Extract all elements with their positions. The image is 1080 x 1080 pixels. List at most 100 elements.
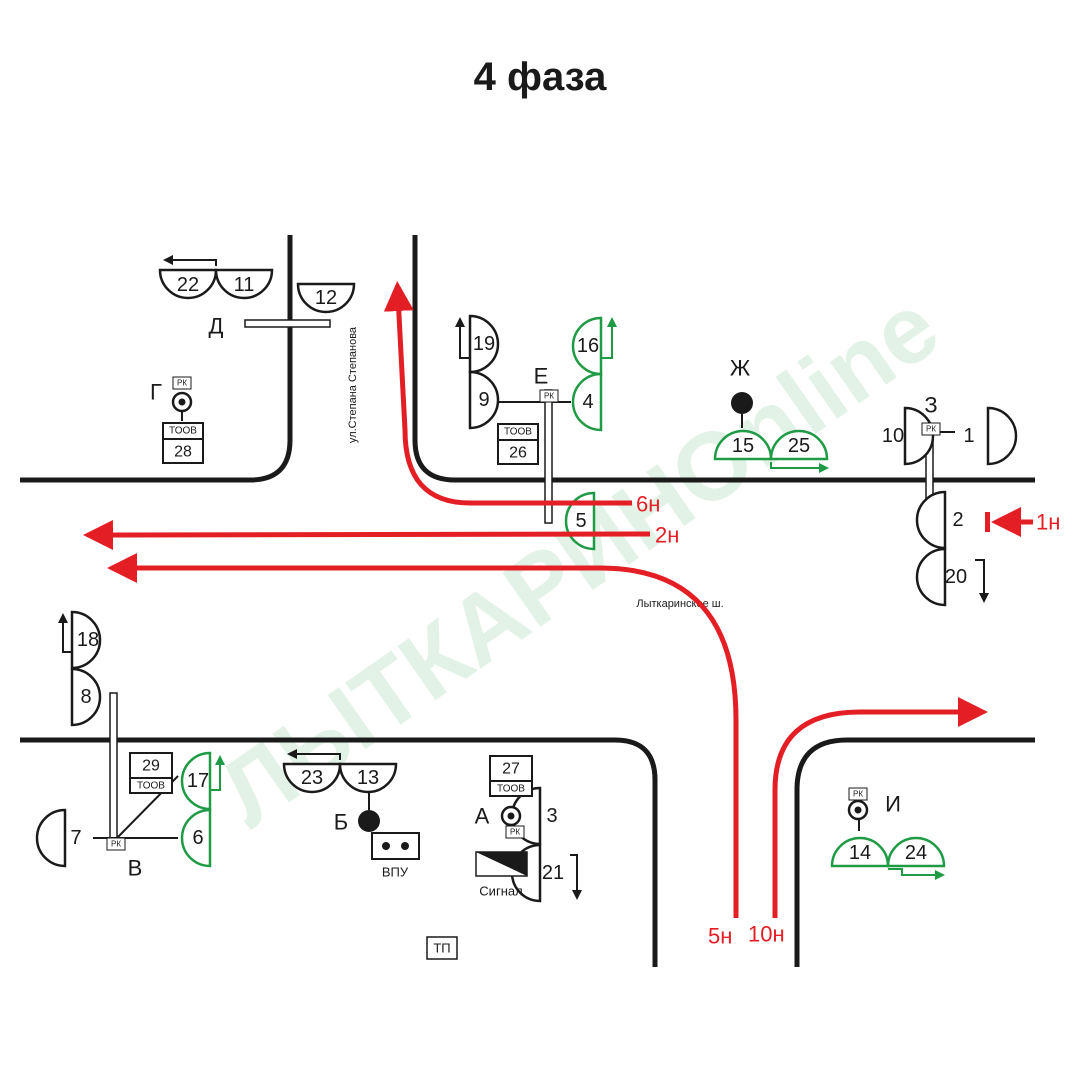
post-letter-e: Е (534, 364, 549, 389)
signal-head-2 (915, 490, 947, 550)
arrow-icon-23 (287, 749, 341, 760)
signal-head-22 (158, 268, 218, 300)
rk-labels: РК РК РК РК РК РК (106, 376, 941, 851)
arrow-icon-16 (601, 317, 617, 359)
flow-label-10n: 10н (748, 922, 785, 947)
head-arrows (58, 255, 989, 900)
rk-label-i: РК (853, 790, 863, 799)
arrow-icon-24 (888, 868, 945, 880)
signal-head-7 (35, 808, 67, 868)
detector-icon-g (171, 391, 193, 413)
signal-head-label-3: 3 (546, 805, 557, 827)
road-edge-north-east (412, 235, 1035, 483)
signal-head-label-14: 14 (849, 842, 871, 864)
signal-head-label-16: 16 (577, 335, 599, 357)
flow-label-2n: 2н (655, 523, 679, 548)
svg-text:ТП: ТП (433, 941, 450, 956)
signal-head-label-6: 6 (192, 827, 203, 849)
signal-head-label-1: 1 (963, 425, 974, 447)
signal-head-15 (713, 429, 773, 461)
controller-29: 29 ТООВ (129, 752, 173, 794)
detector-icon-a (500, 805, 522, 827)
road-edge-south-west (20, 737, 658, 967)
signal-head-label-20: 20 (945, 566, 967, 588)
flow-path-6n (383, 281, 632, 506)
svg-text:ТООВ: ТООВ (169, 426, 197, 437)
post-letter-a: А (475, 804, 490, 829)
arrow-icon-22 (163, 255, 217, 266)
svg-text:28: 28 (174, 444, 192, 461)
arrow-icon-18 (58, 613, 72, 653)
signal-head-label-18: 18 (77, 629, 99, 651)
signal-head-label-13: 13 (357, 767, 379, 789)
svg-text:ВПУ: ВПУ (382, 865, 409, 880)
arrow-icon-25 (770, 462, 829, 473)
signal-head-label-25: 25 (788, 435, 810, 457)
street-label-vertical: ул.Степана Степанова (347, 326, 359, 443)
signal-head-label-22: 22 (177, 274, 199, 296)
signal-head-20 (915, 547, 947, 607)
signal-head-label-12: 12 (315, 287, 337, 309)
signal-head-10 (903, 406, 935, 466)
signal-sign: Сигнал (475, 851, 528, 899)
post-dot-b (358, 810, 380, 832)
arrow-icon-21 (570, 854, 582, 900)
svg-text:Сигнал: Сигнал (479, 884, 522, 899)
signal-head-1 (986, 406, 1018, 466)
signal-head-label-23: 23 (301, 767, 323, 789)
signal-head-label-24: 24 (905, 842, 927, 864)
post-letter-v: В (128, 856, 143, 881)
signal-head-18 (70, 610, 102, 670)
pole-v (109, 692, 118, 839)
svg-text:ТООВ: ТООВ (137, 781, 165, 792)
signal-head-19 (468, 314, 500, 374)
svg-text:29: 29 (142, 758, 160, 775)
signal-head-25 (769, 429, 829, 461)
signal-heads: 22 11 12 19 9 16 4 5 15 25 10 1 2 20 18 … (35, 268, 1018, 903)
flow-labels: 6н 2н 1н 5н 10н (636, 492, 1060, 949)
signal-head-label-5: 5 (575, 510, 586, 532)
post-letter-z: З (924, 393, 937, 418)
rk-label-a: РК (510, 828, 520, 837)
arrow-icon-20 (975, 559, 989, 603)
page-title: 4 фаза (473, 55, 607, 99)
road-edge-south-east (794, 737, 1035, 967)
signal-head-label-2: 2 (952, 509, 963, 531)
arrow-icon-17 (210, 755, 225, 791)
post-letters: Д Г Е Ж З В Б А И (128, 314, 938, 881)
signal-head-9 (468, 370, 500, 430)
flow-path-5n (107, 553, 739, 918)
tp-box: ТП (426, 936, 458, 960)
svg-text:ТООВ: ТООВ (497, 784, 525, 795)
flow-label-6n: 6н (636, 492, 660, 517)
signal-head-16 (571, 316, 603, 376)
post-letter-i: И (885, 792, 901, 817)
signal-head-11 (214, 268, 274, 300)
street-label-horizontal: Лыткаринское ш. (636, 598, 723, 610)
rk-label-z: РК (926, 425, 936, 434)
post-letter-zh: Ж (730, 356, 751, 381)
svg-text:ТООВ: ТООВ (504, 427, 532, 438)
traffic-flows (83, 281, 1033, 918)
signal-head-label-8: 8 (80, 686, 91, 708)
svg-text:27: 27 (502, 761, 520, 778)
signal-head-label-11: 11 (234, 274, 255, 296)
flow-path-10n (772, 697, 988, 918)
svg-text:26: 26 (509, 445, 527, 462)
pole-d (244, 319, 331, 328)
detector-icon-i (847, 799, 869, 821)
signal-head-label-4: 4 (582, 391, 593, 413)
controller-26: ТООВ 26 (497, 423, 539, 465)
signal-head-label-9: 9 (478, 389, 489, 411)
rk-label-g: РК (177, 379, 187, 388)
post-dot-zh (731, 392, 753, 414)
flow-path-2n (83, 519, 651, 550)
post-letter-d: Д (209, 314, 224, 339)
signal-head-14 (830, 836, 890, 868)
signal-head-4 (571, 372, 603, 432)
rk-label-e: РК (544, 392, 554, 401)
flow-label-1n: 1н (1036, 510, 1060, 535)
flow-stop-bar-1n (985, 512, 990, 532)
road-edge-north-west (20, 235, 293, 483)
